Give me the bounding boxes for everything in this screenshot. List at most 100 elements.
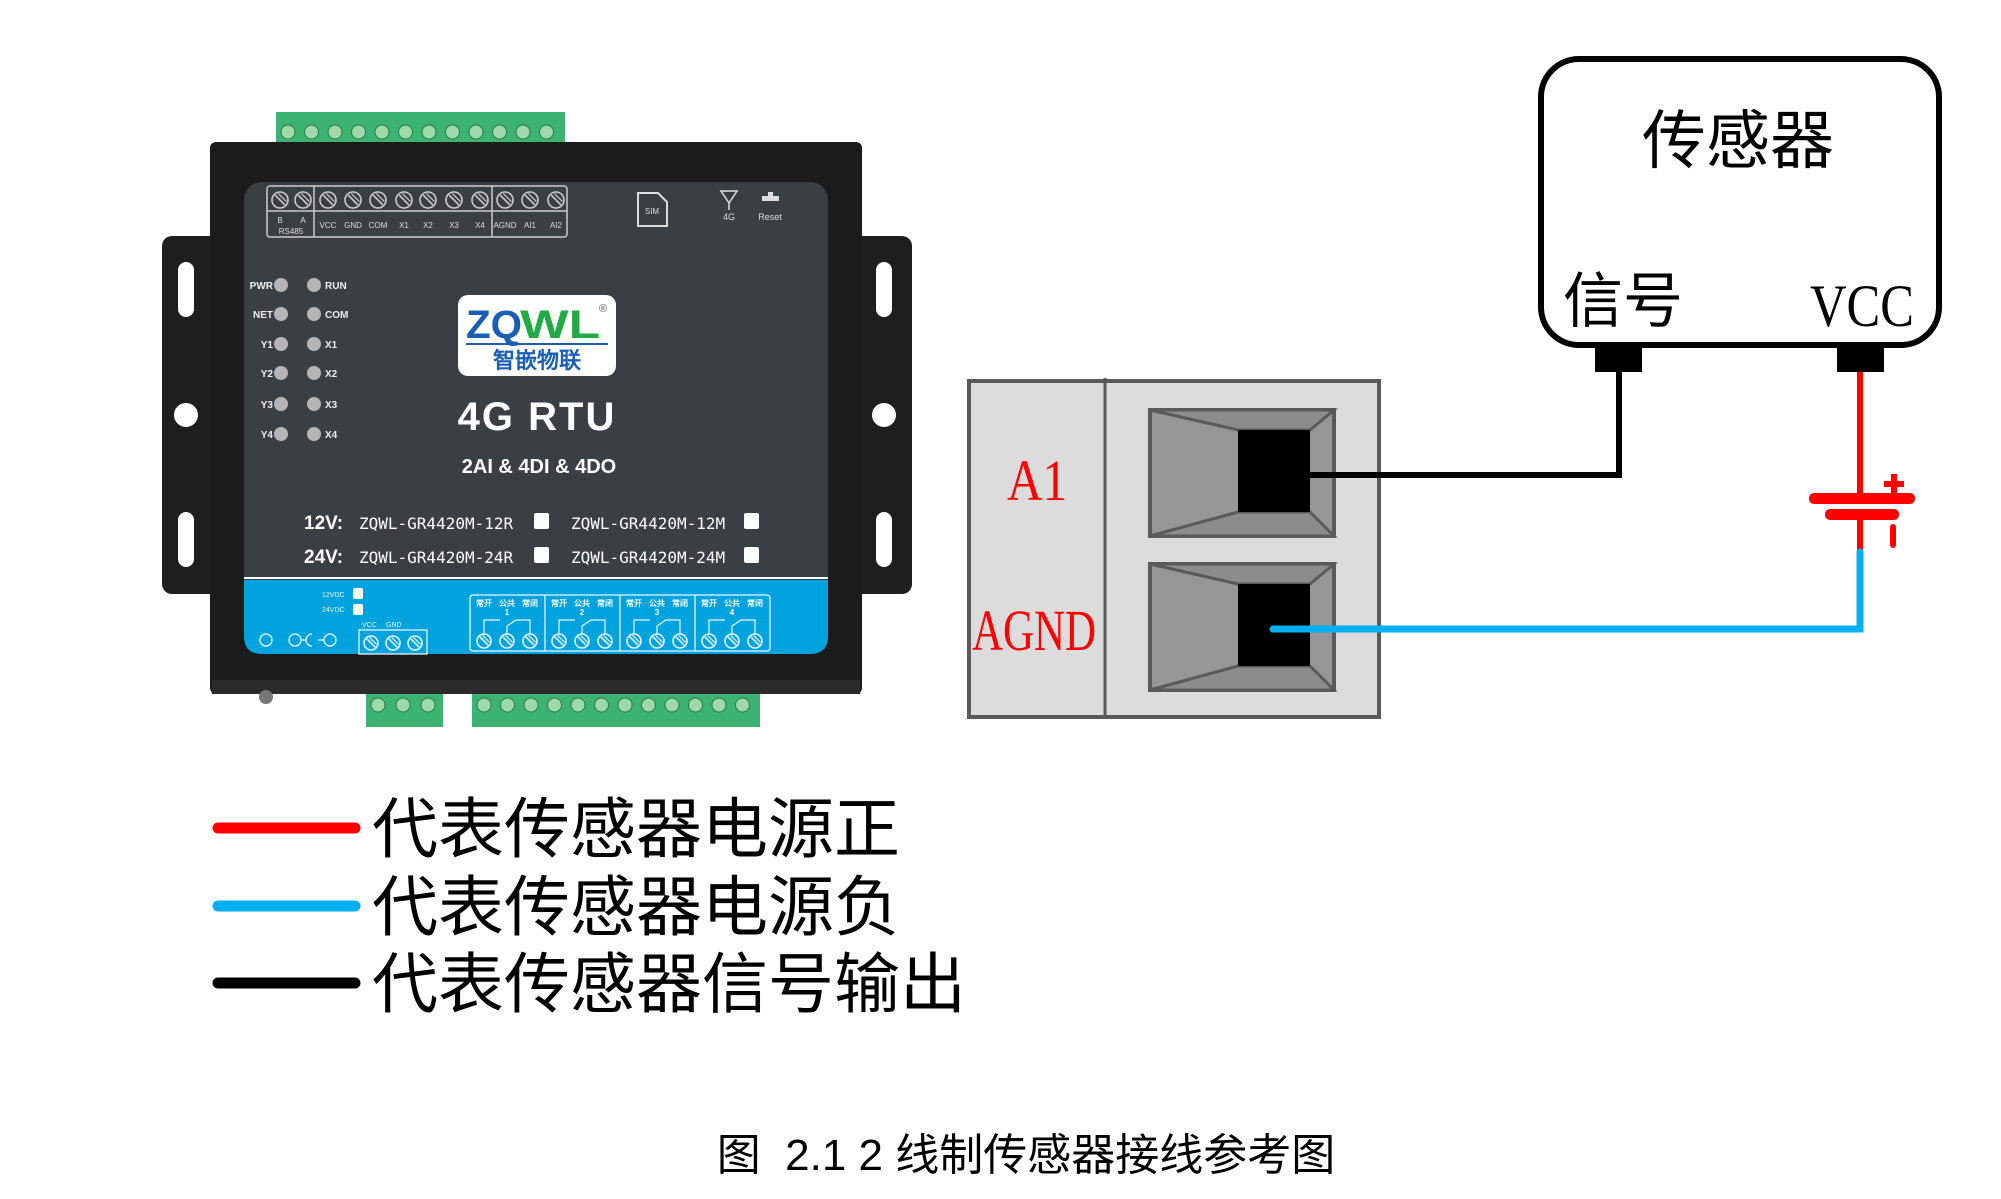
label-rs485: RS485 — [279, 227, 304, 236]
terminal-screw-icon — [521, 191, 539, 209]
relay-nc-label: 常闭 — [672, 598, 688, 608]
ground-icon — [259, 633, 273, 647]
led-indicator — [274, 366, 288, 380]
sensor-signal-label: 信号 — [1563, 269, 1683, 335]
led-label: X3 — [325, 400, 338, 411]
legend-label: 代表传感器信号输出 — [372, 949, 966, 1022]
relay-number: 4 — [730, 608, 735, 617]
legend-label: 代表传感器电源负 — [372, 872, 900, 945]
model-24r: ZQWL-GR4420M-24R — [359, 548, 513, 567]
product-name: 4G RTU — [458, 395, 617, 439]
label-vcc: VCC — [362, 622, 377, 629]
screw-icon — [522, 633, 538, 649]
battery-icon — [1809, 474, 1915, 548]
led-indicator — [274, 427, 288, 441]
device-front-panel — [244, 182, 828, 654]
relay-number: 3 — [655, 608, 660, 617]
terminal-label: COM — [369, 221, 388, 230]
led-indicator — [274, 397, 288, 411]
terminal-screw-icon — [271, 191, 289, 209]
screw-icon — [597, 633, 613, 649]
led-indicator — [274, 337, 288, 351]
relay-number: 2 — [580, 608, 585, 617]
io-spec: 2AI & 4DI & 4DO — [462, 456, 616, 478]
sensor: 传感器 信号 VCC — [1538, 56, 1942, 372]
led-indicator — [307, 366, 321, 380]
antenna-icon — [719, 190, 739, 210]
terminal-label: GND — [344, 221, 362, 230]
terminal-label: AGND — [493, 221, 516, 230]
signal-wire — [1309, 372, 1622, 478]
relay-nc-label: 常闭 — [522, 598, 538, 608]
led-label: COM — [325, 310, 348, 321]
model-voltage-24v: 24V: — [304, 547, 343, 568]
reset-button-icon — [762, 192, 779, 201]
sensor-signal-pin — [1595, 346, 1642, 372]
led-indicator — [307, 307, 321, 321]
relay-com-label: 公共 — [499, 598, 515, 608]
relay-number: 1 — [505, 608, 510, 617]
led-label: X2 — [325, 369, 338, 380]
led-label: X1 — [325, 340, 338, 351]
terminal-screw-icon — [496, 191, 514, 209]
sim-label: SIM — [645, 207, 660, 216]
bottom-green-terminals — [366, 690, 760, 727]
relay-no-label: 常开 — [701, 598, 717, 608]
label-rs485-b: B — [277, 216, 282, 225]
model-12r-checkbox — [534, 513, 549, 529]
registered-mark: ® — [599, 303, 607, 315]
terminal-label: X3 — [449, 221, 459, 230]
relay-no-label: 常开 — [626, 598, 642, 608]
terminal-screw-icon — [445, 191, 463, 209]
led-indicator — [274, 278, 288, 292]
label-agnd: AGND — [972, 598, 1096, 663]
relay-com-label: 公共 — [574, 598, 590, 608]
zqwl-logo: ZQ WL ® 智嵌物联 — [458, 295, 616, 376]
model-24m: ZQWL-GR4420M-24M — [571, 548, 725, 567]
terminal-screw-icon — [344, 191, 362, 209]
screw-icon — [649, 633, 665, 649]
screw-icon — [407, 635, 423, 651]
terminal-label: AI1 — [524, 221, 537, 230]
led-label: RUN — [325, 281, 347, 292]
model-24m-checkbox — [744, 547, 759, 563]
screw-icon — [747, 633, 763, 649]
terminal-screw-icon — [419, 191, 437, 209]
led-label: NET — [253, 310, 273, 321]
screw-icon — [672, 633, 688, 649]
svg-text:WL: WL — [520, 303, 600, 347]
screw-icon — [626, 633, 642, 649]
label-12vdc: 12VDC — [322, 592, 345, 599]
relay-com-label: 公共 — [649, 598, 665, 608]
label-gnd: GND — [386, 622, 402, 629]
terminal-screw-icon — [369, 191, 387, 209]
top-terminal-strip — [266, 185, 568, 238]
sensor-vcc-label: VCC — [1810, 273, 1914, 339]
antenna-label: 4G — [723, 212, 735, 222]
top-screws — [271, 191, 565, 209]
sim-slot: SIM — [637, 192, 668, 227]
model-voltage-12v: 12V: — [304, 513, 343, 534]
screw-icon — [574, 633, 590, 649]
svg-text:ZQ: ZQ — [466, 303, 522, 347]
terminal-label: AI2 — [550, 221, 563, 230]
screw-icon — [363, 635, 379, 651]
terminal-label: VCC — [320, 221, 337, 230]
terminal-label: X4 — [475, 221, 485, 230]
terminal-label: X2 — [423, 221, 433, 230]
led-indicator — [307, 337, 321, 351]
led-indicator — [274, 307, 288, 321]
led-label: Y2 — [261, 369, 274, 380]
label-a1: A1 — [1007, 448, 1067, 513]
led-indicator — [307, 427, 321, 441]
screw-icon — [499, 633, 515, 649]
sensor-title: 传感器 — [1642, 106, 1834, 177]
model-12m-checkbox — [744, 513, 759, 529]
led-indicator — [307, 397, 321, 411]
relay-com-label: 公共 — [724, 598, 740, 608]
logo-cn-text: 智嵌物联 — [493, 348, 581, 373]
terminal-screw-icon — [319, 191, 337, 209]
